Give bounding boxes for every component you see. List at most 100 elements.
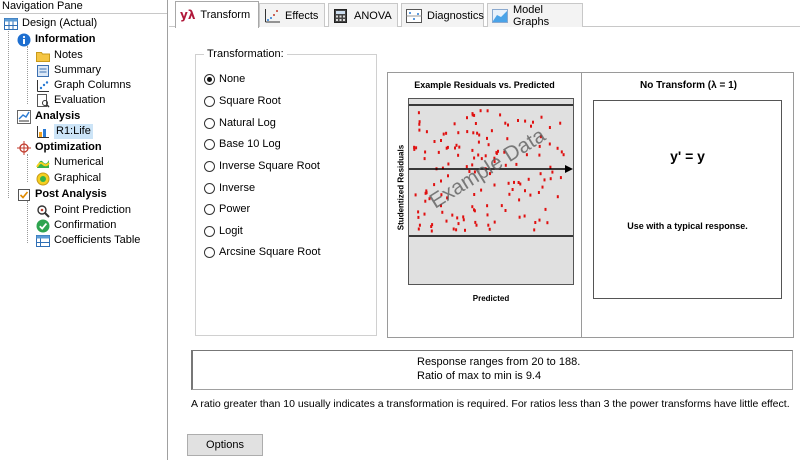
radio-button[interactable] bbox=[204, 246, 215, 258]
radio-button[interactable] bbox=[204, 225, 215, 237]
tree-item-label: Graphical bbox=[54, 172, 102, 184]
table-icon bbox=[36, 234, 50, 248]
tree-item-confirmation[interactable]: Confirmation bbox=[36, 218, 116, 233]
radio-button[interactable] bbox=[204, 95, 215, 107]
residual-point bbox=[479, 109, 482, 113]
residual-point bbox=[538, 144, 541, 148]
residual-point bbox=[517, 181, 520, 184]
residual-point bbox=[452, 227, 455, 231]
residual-point bbox=[487, 223, 490, 227]
residual-point bbox=[529, 193, 532, 197]
radio-button[interactable] bbox=[204, 117, 215, 129]
tree-item-evaluation[interactable]: Evaluation bbox=[36, 93, 105, 108]
tree-item-label: Point Prediction bbox=[54, 204, 132, 216]
residual-point bbox=[440, 139, 442, 142]
residual-point bbox=[504, 209, 507, 212]
tab-label: Diagnostics bbox=[427, 9, 484, 22]
tab-effects[interactable]: Effects bbox=[259, 3, 325, 27]
radio-button[interactable] bbox=[204, 73, 215, 85]
radio-button[interactable] bbox=[204, 203, 215, 215]
radio-button[interactable] bbox=[204, 138, 215, 150]
residual-point bbox=[451, 213, 454, 217]
residual-point bbox=[473, 156, 476, 160]
transformation-legend: Transformation: bbox=[204, 48, 287, 60]
residual-point bbox=[466, 116, 468, 120]
residual-point bbox=[495, 151, 498, 155]
residual-point bbox=[441, 166, 444, 170]
residual-point bbox=[474, 122, 477, 125]
tree-item-point-prediction[interactable]: Point Prediction bbox=[36, 203, 131, 218]
tree-item-notes[interactable]: Notes bbox=[36, 48, 83, 63]
radio-square-root[interactable]: Square Root bbox=[204, 94, 281, 108]
tree-item-label: Graph Columns bbox=[54, 79, 132, 91]
residual-point bbox=[418, 128, 421, 132]
radio-natural-log[interactable]: Natural Log bbox=[204, 116, 276, 130]
ratio-hint: A ratio greater than 10 usually indicate… bbox=[191, 398, 790, 410]
tree-item-optimization[interactable]: Optimization bbox=[17, 140, 102, 155]
tree-item-graph-columns[interactable]: Graph Columns bbox=[36, 78, 131, 93]
options-button[interactable]: Options bbox=[187, 434, 263, 456]
tab-label: Transform bbox=[200, 9, 251, 21]
residual-point bbox=[433, 140, 436, 143]
radio-inverse-square-root[interactable]: Inverse Square Root bbox=[204, 159, 320, 173]
tree-item-graphical[interactable]: Graphical bbox=[36, 171, 101, 186]
residual-point bbox=[559, 121, 562, 125]
radio-logit[interactable]: Logit bbox=[204, 224, 243, 238]
residual-point bbox=[548, 126, 551, 129]
residual-point bbox=[425, 191, 428, 195]
analysis-chart-icon bbox=[17, 109, 31, 124]
residual-point bbox=[484, 154, 487, 158]
tree-item-analysis[interactable]: Analysis bbox=[17, 109, 80, 124]
tab-diagnostics[interactable]: Diagnostics bbox=[401, 3, 484, 27]
residual-point bbox=[546, 221, 549, 225]
tree-item-design[interactable]: Design (Actual) bbox=[4, 16, 97, 31]
residual-point bbox=[441, 210, 444, 214]
radio-arcsine-square-root[interactable]: Arcsine Square Root bbox=[204, 245, 321, 259]
residual-point bbox=[455, 228, 458, 232]
residual-point bbox=[515, 162, 518, 166]
residual-point bbox=[462, 215, 465, 219]
residual-point bbox=[473, 193, 476, 196]
example-plot-title: Example Residuals vs. Predicted bbox=[414, 80, 555, 90]
residual-point bbox=[418, 122, 421, 126]
residual-point bbox=[473, 170, 476, 174]
tab-transform[interactable]: yλ Transform bbox=[175, 1, 259, 28]
residual-point bbox=[431, 223, 434, 227]
lambda-icon: yλ bbox=[180, 8, 196, 22]
tab-model-graphs[interactable]: Model Graphs bbox=[487, 3, 583, 28]
tree-item-post-analysis[interactable]: Post Analysis bbox=[17, 187, 107, 202]
residual-point bbox=[424, 150, 427, 154]
residual-point bbox=[524, 119, 527, 123]
residual-point bbox=[471, 205, 474, 209]
residual-point bbox=[493, 156, 496, 160]
tree-guide-line bbox=[27, 154, 28, 182]
tree-item-r1-life[interactable]: R1:Life bbox=[36, 124, 93, 139]
radio-inverse[interactable]: Inverse bbox=[204, 181, 255, 195]
radio-power[interactable]: Power bbox=[204, 202, 250, 216]
tree-guide-line bbox=[8, 28, 9, 198]
magnifier-icon bbox=[36, 204, 50, 218]
tree-item-information[interactable]: Information bbox=[17, 32, 96, 47]
tree-item-numerical[interactable]: Numerical bbox=[36, 155, 104, 170]
radio-base-10-log[interactable]: Base 10 Log bbox=[204, 137, 281, 151]
radio-none[interactable]: None bbox=[204, 72, 245, 86]
tree-item-summary[interactable]: Summary bbox=[36, 63, 101, 78]
radio-button[interactable] bbox=[204, 182, 215, 194]
residual-point bbox=[493, 160, 496, 164]
example-panel: Example Residuals vs. Predicted Studenti… bbox=[387, 72, 794, 338]
radio-label: None bbox=[219, 73, 246, 85]
radio-label: Natural Log bbox=[219, 117, 276, 129]
radio-button[interactable] bbox=[204, 160, 215, 172]
residual-point bbox=[415, 146, 418, 150]
tree-item-label: Design (Actual) bbox=[22, 17, 98, 29]
residual-point bbox=[488, 227, 491, 231]
range-line: Response ranges from 20 to 188. bbox=[417, 356, 581, 368]
residual-point bbox=[490, 129, 493, 133]
residual-point bbox=[477, 153, 480, 157]
tab-anova[interactable]: ANOVA bbox=[328, 3, 398, 27]
tree-item-coefficients-table[interactable]: Coefficients Table bbox=[36, 233, 140, 248]
residual-point bbox=[446, 196, 449, 200]
residual-point bbox=[480, 188, 483, 192]
residual-point bbox=[423, 212, 426, 216]
tree-item-label: Confirmation bbox=[54, 219, 117, 231]
